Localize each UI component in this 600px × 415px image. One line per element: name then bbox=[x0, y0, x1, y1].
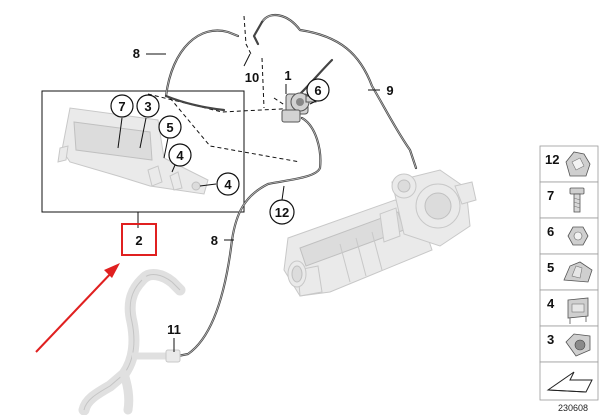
callout-8-top: 8 bbox=[133, 46, 140, 61]
diagram-code: 230608 bbox=[558, 403, 588, 413]
callout-1: 1 bbox=[284, 68, 291, 83]
mounting-bracket bbox=[57, 107, 209, 195]
callout-3: 3 bbox=[144, 99, 151, 114]
callout-4-circle-b bbox=[216, 172, 240, 196]
bracket-group-frame bbox=[41, 90, 245, 213]
bracket-nut-icon bbox=[567, 297, 589, 324]
callout-11: 11 bbox=[167, 322, 181, 337]
legend-number-3: 3 bbox=[547, 332, 554, 347]
callout-6: 6 bbox=[314, 83, 321, 98]
hex-nut-icon bbox=[567, 226, 589, 246]
callout-10: 10 bbox=[245, 70, 259, 85]
callout-12: 12 bbox=[275, 205, 289, 220]
leader-lines bbox=[117, 53, 380, 352]
vacuum-pipe-ghost bbox=[78, 269, 186, 415]
callouts: 8 10 1 6 9 7 3 5 4 4 12 8 11 2 bbox=[110, 46, 394, 337]
callout-4-a: 4 bbox=[176, 148, 184, 163]
callout-6-circle bbox=[306, 78, 330, 102]
vacuum-hoses bbox=[164, 13, 418, 358]
callout-2-highlight-box bbox=[121, 223, 157, 256]
callout-2: 2 bbox=[135, 233, 142, 248]
cable-clip-icon bbox=[563, 261, 593, 283]
callout-8-bottom: 8 bbox=[211, 233, 218, 248]
dash-line-a bbox=[147, 93, 301, 113]
clip-icon bbox=[565, 151, 591, 177]
legend-number-5: 5 bbox=[547, 260, 554, 275]
legend-number-4: 4 bbox=[547, 296, 555, 311]
callout-9: 9 bbox=[386, 83, 393, 98]
legend-number-7: 7 bbox=[547, 188, 554, 203]
legend-number-6: 6 bbox=[547, 224, 554, 239]
screw-icon bbox=[569, 187, 585, 213]
callout-5-circle bbox=[158, 115, 182, 139]
hose-clamp-icon bbox=[565, 333, 591, 357]
parts-legend: 12 7 6 5 4 3 bbox=[539, 145, 599, 413]
callout-12-circle bbox=[269, 199, 295, 225]
callout-4-circle-a bbox=[168, 143, 192, 167]
direction-arrow-icon bbox=[546, 371, 593, 393]
callout-7: 7 bbox=[118, 99, 125, 114]
callout-3-circle bbox=[136, 94, 160, 118]
legend-number-12: 12 bbox=[545, 152, 559, 167]
dash-line-d bbox=[261, 57, 265, 109]
dash-line-c bbox=[243, 15, 253, 57]
highlight-arrow bbox=[35, 263, 120, 353]
egr-cooler-ghost bbox=[283, 169, 477, 297]
callout-5: 5 bbox=[166, 120, 173, 135]
callout-4-b: 4 bbox=[224, 177, 232, 192]
callout-7-circle bbox=[110, 94, 134, 118]
